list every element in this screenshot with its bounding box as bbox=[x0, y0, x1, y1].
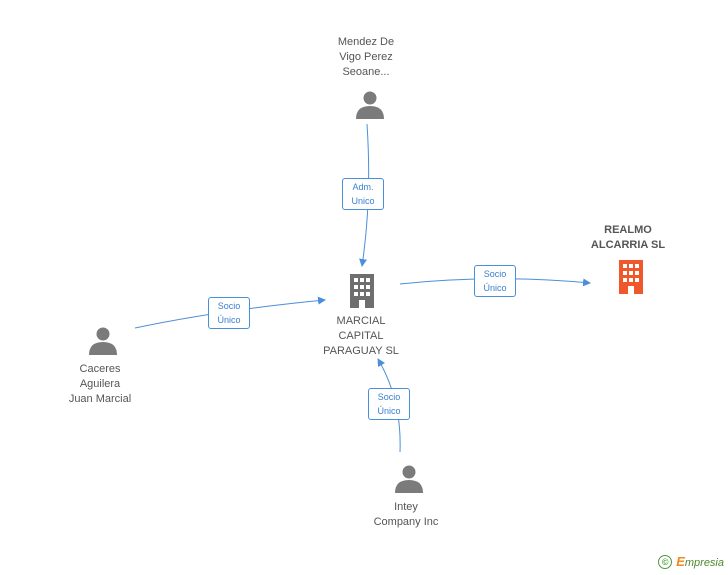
edge-label-socio-unico-caceres[interactable]: Socio Único bbox=[208, 297, 250, 329]
edge-label-socio-unico-intey[interactable]: Socio Único bbox=[368, 388, 410, 420]
node-label-realmo[interactable]: REALMO ALCARRIA SL bbox=[590, 224, 666, 251]
node-label-intey[interactable]: Intey Company Inc bbox=[373, 501, 439, 528]
person-icon[interactable] bbox=[88, 326, 118, 356]
person-icon[interactable] bbox=[355, 90, 385, 120]
empresia-watermark: © Empresia bbox=[658, 554, 724, 569]
edge-label-socio-unico-realmo[interactable]: Socio Único bbox=[474, 265, 516, 297]
copyright-icon: © bbox=[658, 554, 673, 569]
node-label-caceres[interactable]: Caceres Aguilera Juan Marcial bbox=[68, 363, 132, 405]
node-label-marcial[interactable]: MARCIAL CAPITAL PARAGUAY SL bbox=[323, 315, 399, 357]
person-icon[interactable] bbox=[394, 464, 424, 494]
brand-logo: Empresia bbox=[676, 554, 724, 569]
edge-label-adm-unico[interactable]: Adm. Unico bbox=[342, 178, 384, 210]
node-label-mendez[interactable]: Mendez De Vigo Perez Seoane... bbox=[337, 36, 395, 78]
building-icon[interactable] bbox=[348, 274, 376, 308]
building-icon[interactable] bbox=[616, 260, 646, 294]
